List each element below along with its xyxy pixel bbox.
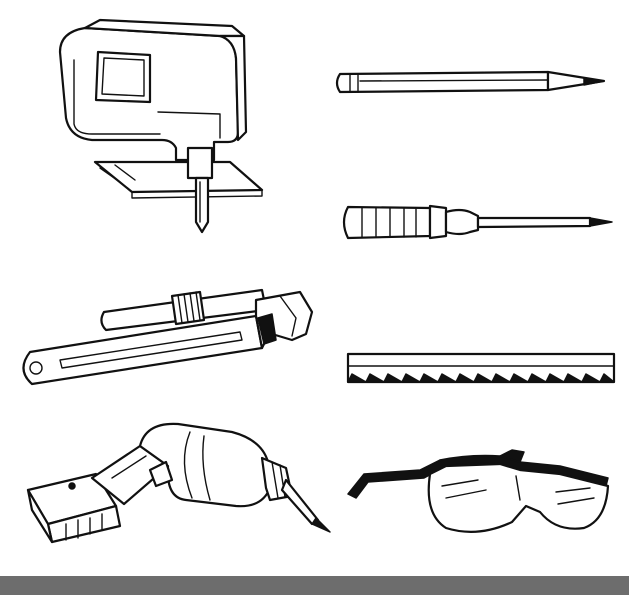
pencil-icon [335,70,606,94]
saw-blade-icon [346,352,616,384]
jigsaw-icon [58,18,264,234]
cordless-drill-icon [26,422,331,544]
pipe-wrench-icon [22,288,314,386]
screwdriver-icon [342,204,613,240]
safety-glasses-icon [347,449,610,533]
bottom-bar [0,576,629,595]
